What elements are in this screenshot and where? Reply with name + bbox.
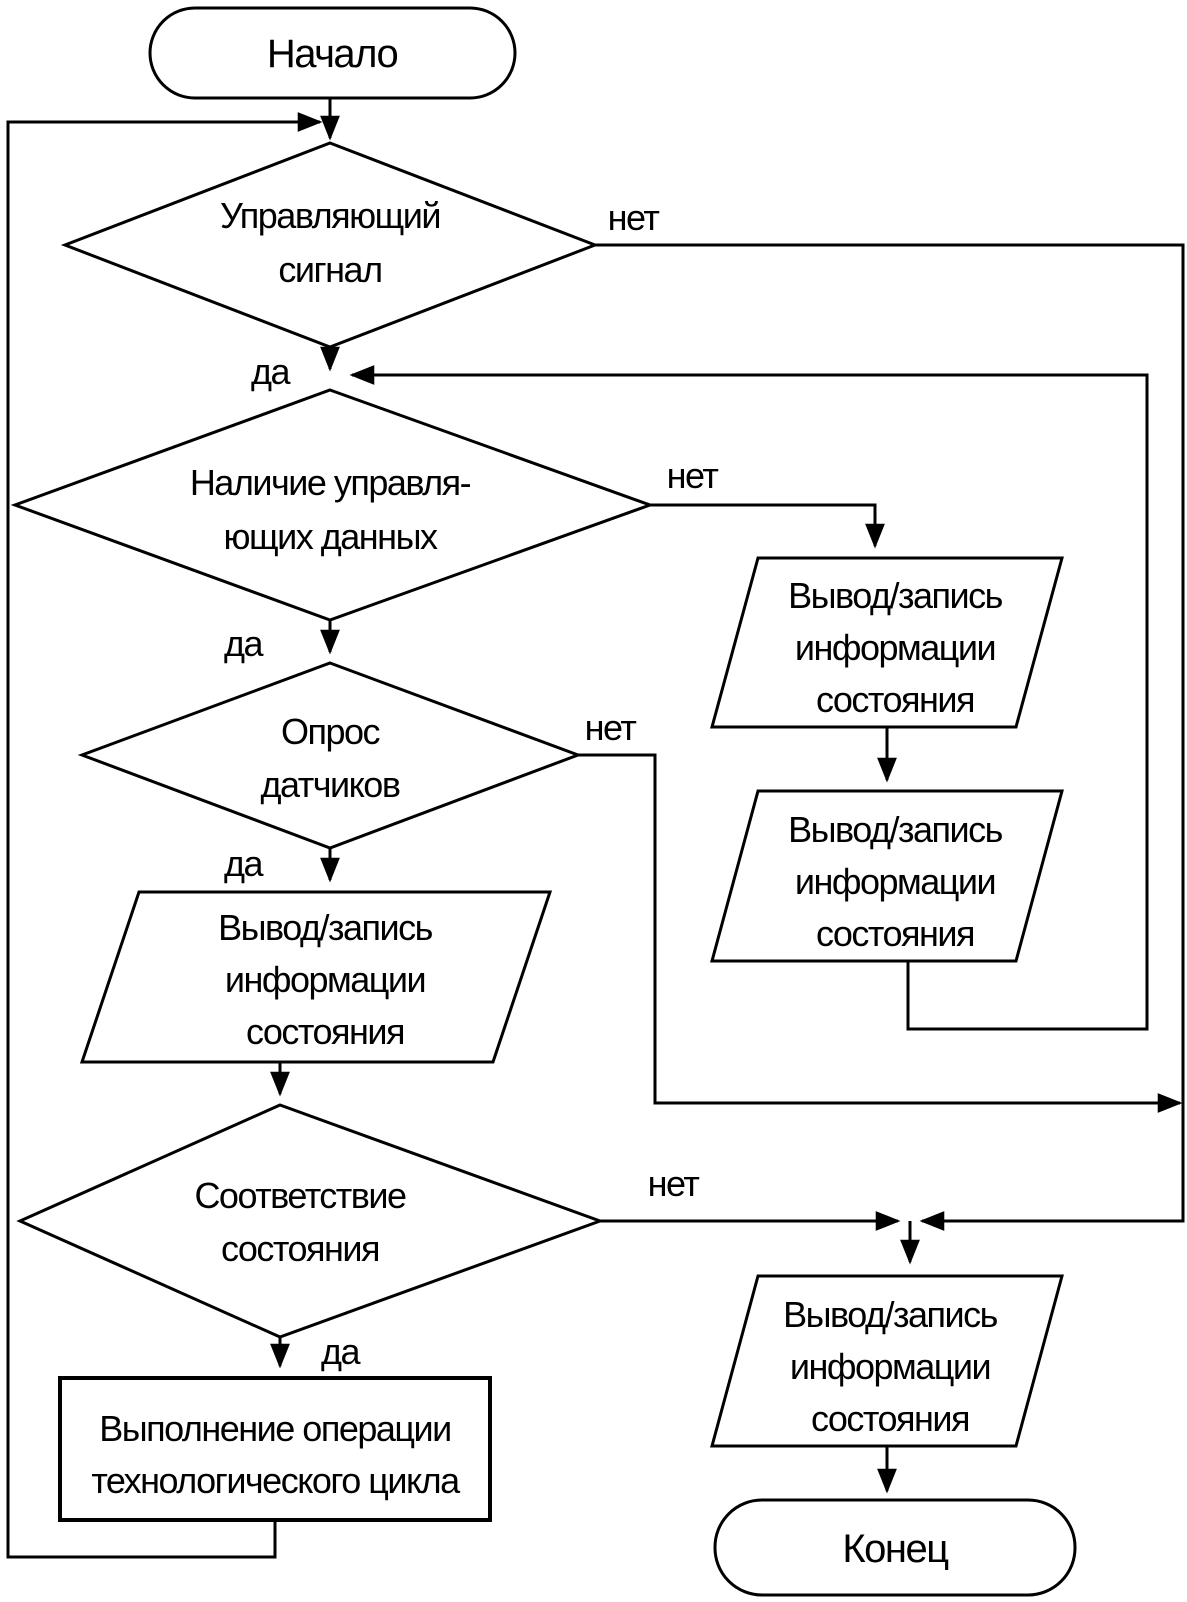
io-state-left-line3: состояния xyxy=(246,1011,404,1052)
edge-decision2-no xyxy=(650,503,885,549)
process-tech-cycle-shape xyxy=(58,1376,492,1522)
io-state-right-top-line3: состояния xyxy=(816,679,974,720)
edge-loop-process-to-top xyxy=(6,112,323,1559)
process-tech-cycle-line1: Выполнение операции xyxy=(99,1408,450,1449)
decision-sensor-poll-line2: датчиков xyxy=(261,764,400,805)
decision-state-match-line1: Соответствие xyxy=(194,1175,406,1216)
io-state-right-mid-line3: состояния xyxy=(816,913,974,954)
start-terminator-shape xyxy=(148,6,517,100)
process-tech-cycle-line2: технологического цикла xyxy=(91,1460,461,1501)
end-terminator-shape xyxy=(713,1498,1077,1597)
decision-state-match-shape xyxy=(16,1103,605,1339)
edge-label-no-3: нет xyxy=(585,707,637,748)
edge-label-yes-3: да xyxy=(224,843,265,884)
decision-sensor-poll-line1: Опрос xyxy=(281,711,381,752)
io-state-right-top-shape xyxy=(710,556,1064,729)
io-state-left-line2: информации xyxy=(225,959,425,1000)
io-state-right-mid-line2: информации xyxy=(795,861,995,902)
io-state-right-top-line1: Вывод/запись xyxy=(788,575,1002,616)
io-state-right-top-line2: информации xyxy=(795,627,995,668)
decision-control-signal-shape xyxy=(60,141,600,349)
io-state-right-mid-line1: Вывод/запись xyxy=(788,809,1002,850)
edge-label-no-2: нет xyxy=(667,455,719,496)
end-label: Конец xyxy=(842,1527,948,1571)
edge-decision3-no xyxy=(578,753,1183,1113)
io-state-left-line1: Вывод/запись xyxy=(218,907,432,948)
io-state-right-mid-shape xyxy=(710,789,1064,963)
decision-control-signal-line2: сигнал xyxy=(278,249,381,290)
io-state-bottom-line2: информации xyxy=(790,1346,990,1387)
decision-sensor-poll-shape xyxy=(77,661,583,850)
decision-state-match-line2: состояния xyxy=(221,1228,379,1269)
edge-label-yes-4: да xyxy=(321,1331,362,1372)
edge-decision1-no xyxy=(595,243,1185,1231)
decision-control-signal-line1: Управляющий xyxy=(220,195,440,236)
decision-control-data-line2: ющих данных xyxy=(224,516,438,557)
io-state-bottom-line3: состояния xyxy=(811,1398,969,1439)
io-state-bottom-line1: Вывод/запись xyxy=(783,1294,997,1335)
decision-control-data-shape xyxy=(10,388,655,622)
io-state-bottom-shape xyxy=(710,1274,1064,1448)
io-state-left-shape xyxy=(79,890,553,1064)
edge-label-no-1: нет xyxy=(608,197,660,238)
edge-io2-feedback xyxy=(349,365,1149,1031)
edge-label-no-4: нет xyxy=(648,1163,700,1204)
edge-label-yes-2: да xyxy=(224,623,265,664)
start-label: Начало xyxy=(267,32,398,76)
edge-label-yes-1: да xyxy=(251,351,292,392)
decision-control-data-line1: Наличие управля- xyxy=(190,462,471,503)
